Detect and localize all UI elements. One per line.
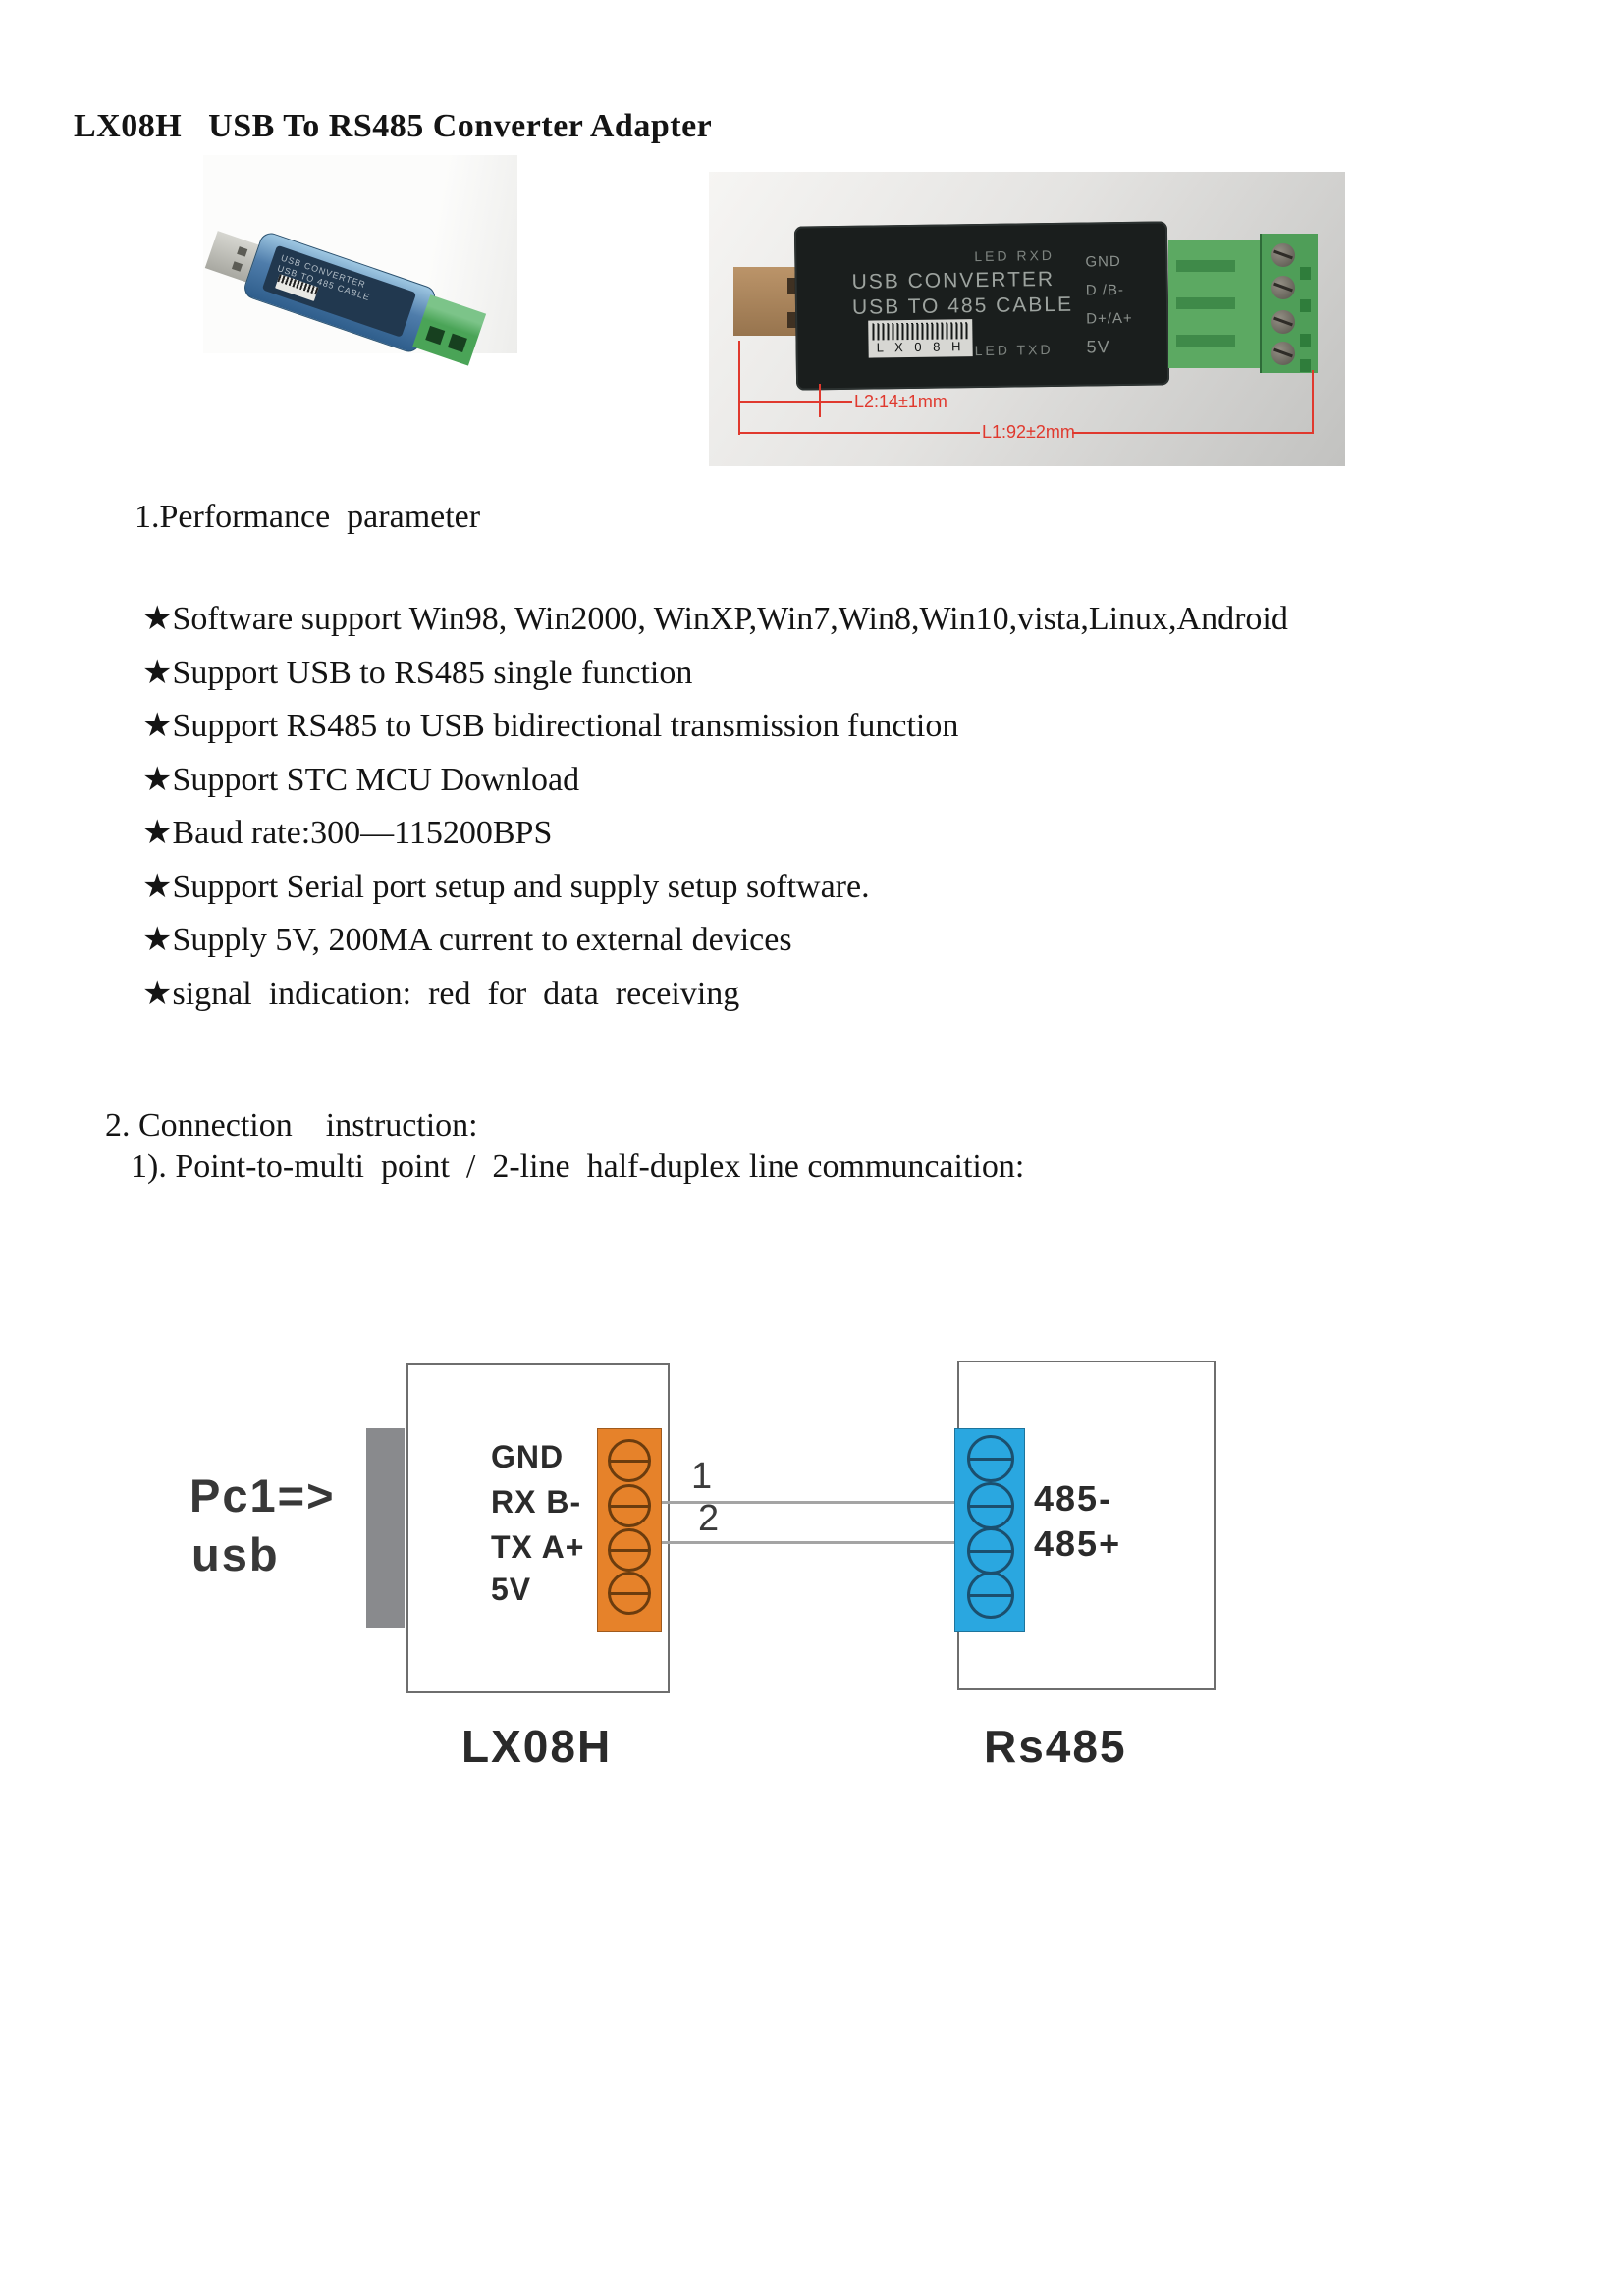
dimension-line-l1-left [738,432,980,434]
terminal-hole [447,333,467,353]
terminal-screw-block [1260,234,1318,373]
terminal-screw [608,1528,651,1572]
terminal-screw [608,1484,651,1527]
pin-gnd: GND [1085,253,1121,271]
terminal-slot [1176,297,1235,309]
pin-labels: GND D /B- D+/A+ 5V [1085,246,1160,361]
dimension-extension-line-right [1312,370,1314,434]
barcode-stripes [872,322,969,341]
feature-item: ★Supply 5V, 200MA current to external de… [142,922,792,958]
pin-db: D /B- [1085,281,1125,299]
terminal-notch [1300,299,1311,312]
usb-plug-hole [231,261,243,272]
body-label-line1: USB CONVERTER [851,267,1055,294]
product-photo-blue-adapter: USB CONVERTER USB TO 485 CABLE [203,155,517,366]
led-rxd-label: LED RXD [974,246,1055,265]
wire-2-number: 2 [698,1498,720,1539]
terminal-screw [1271,342,1295,365]
page-title: LX08H USB To RS485 Converter Adapter [74,108,713,144]
dimension-extension-line-left [738,341,740,435]
pin-da: D+/A+ [1086,309,1133,328]
adapter-body: USB CONVERTER USB TO 485 CABLE [241,230,439,355]
lx08h-pin-gnd: GND [491,1439,565,1474]
section1-heading: 1.Performance parameter [135,499,481,535]
feature-item: ★Support STC MCU Download [142,761,580,798]
blue-adapter-device: USB CONVERTER USB TO 485 CABLE [197,216,502,386]
terminal-screw [967,1482,1014,1529]
wire-1-number: 1 [691,1456,713,1497]
feature-item: ★Baud rate:300—115200BPS [142,815,553,851]
feature-item: ★Support USB to RS485 single function [142,654,693,691]
usb-plug-hole [237,246,248,257]
terminal-screw [967,1435,1014,1482]
rs485-caption: Rs485 [984,1721,1127,1772]
terminal-notch [1300,359,1311,372]
feature-list: ★Software support Win98, Win2000, WinXP,… [142,593,1288,1021]
feature-item: ★Support Serial port setup and supply se… [142,868,870,905]
led-txd-label: LED TXD [974,341,1054,359]
terminal-screw [1271,243,1295,267]
terminal-notch [1300,334,1311,347]
barcode-text: L X 0 8 H [876,339,965,355]
feature-item: ★signal indication: red for data receivi… [142,975,740,1012]
section2-heading: 2. Connection instruction: [105,1107,478,1144]
product-photo-black-converter: LED RXD USB CONVERTER USB TO 485 CABLE L… [709,172,1345,466]
body-label-line2: USB TO 485 CABLE [851,293,1074,319]
barcode-sticker: L X 0 8 H [868,319,973,358]
section2-subheading: 1). Point-to-multi point / 2-line half-d… [131,1148,1025,1185]
orange-terminal-block [597,1428,662,1632]
rs485-pin-plus: 485+ [1034,1523,1122,1564]
rs485-pin-minus: 485- [1034,1478,1113,1519]
terminal-screw [1271,310,1295,334]
terminal-screw [967,1572,1014,1619]
converter-body: LED RXD USB CONVERTER USB TO 485 CABLE L… [793,221,1170,391]
pin-5v: 5V [1086,337,1110,357]
feature-item: ★Software support Win98, Win2000, WinXP,… [142,601,1288,637]
terminal-hole [425,325,446,346]
terminal-screw [1271,276,1295,299]
lx08h-pin-txa: TX A+ [491,1529,585,1565]
terminal-screw [608,1572,651,1615]
terminal-notch [1300,267,1311,280]
lx08h-pin-5v: 5V [491,1572,532,1607]
terminal-connector-strip [1168,240,1260,368]
dimension-text-l1: L1:92±2mm [982,422,1075,442]
terminal-slot [1176,335,1235,347]
dimension-line-l2 [738,401,852,403]
lx08h-pin-rxb: RX B- [491,1484,582,1520]
pc-label-line2: usb [191,1528,280,1580]
pc-label-line1: Pc1=> [189,1469,336,1522]
terminal-screw [967,1527,1014,1575]
terminal-slot [1176,260,1235,272]
adapter-label: USB CONVERTER USB TO 485 CABLE [261,244,417,338]
terminal-screw [608,1439,651,1482]
dimension-line-l1-right [1072,432,1314,434]
dimension-text-l2: L2:14±1mm [854,392,947,411]
usb-plug-bar [366,1428,405,1628]
lx08h-caption: LX08H [461,1721,613,1772]
feature-item: ★Support RS485 to USB bidirectional tran… [142,708,959,744]
wire-2 [638,1541,957,1544]
dimension-tick-l2 [819,384,821,417]
wire-1 [638,1501,957,1504]
blue-terminal-block [954,1428,1025,1632]
